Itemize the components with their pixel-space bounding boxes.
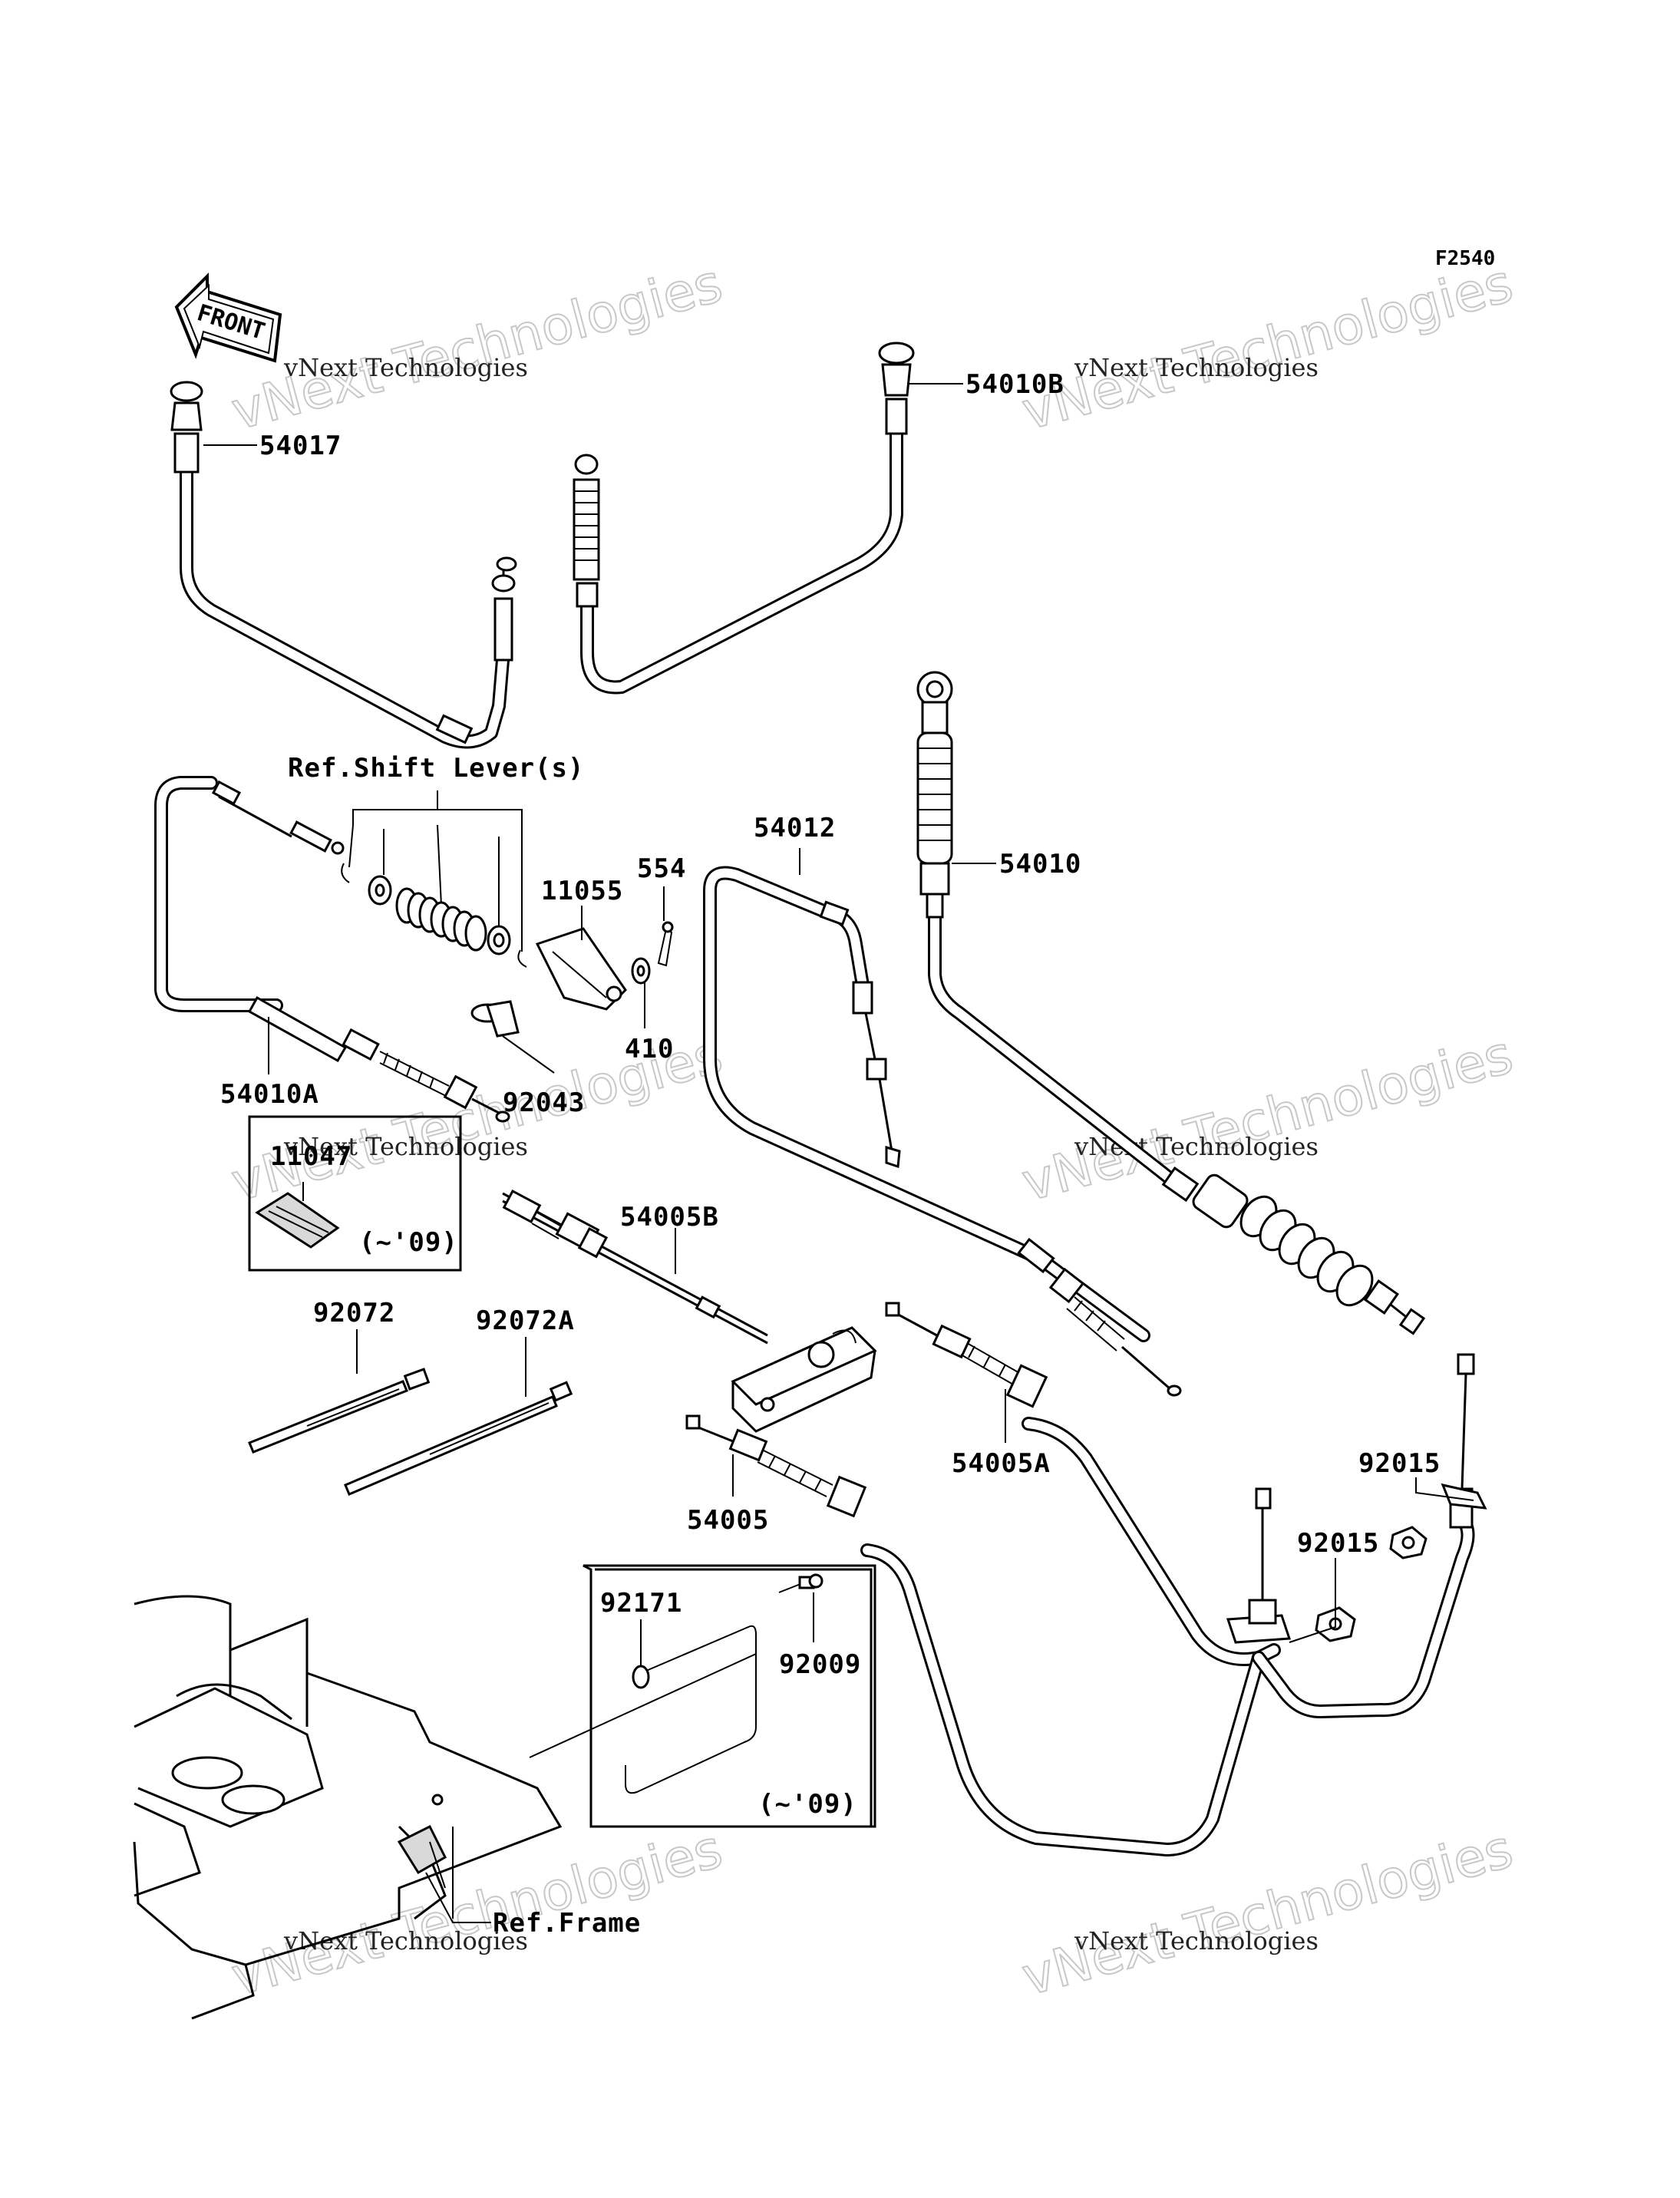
cable-54005b — [502, 1189, 768, 1345]
watermark-top-left: vNext Technologies vNext Technologies — [225, 252, 729, 443]
front-arrow-icon: FRONT — [174, 272, 282, 363]
figure-code: F2540 — [1435, 247, 1495, 270]
watermark-big-text: vNext Technologies — [226, 253, 728, 442]
label-92171-note: (~'09) — [758, 1789, 857, 1820]
cable-54012 — [703, 866, 1182, 1397]
label-54005b: 54005B — [620, 1202, 719, 1233]
box-92171 — [583, 1564, 876, 1828]
cable-54017 — [170, 381, 517, 749]
watermark-big-text: vNext Technologies — [226, 1819, 728, 2008]
label-92015-upper: 92015 — [1358, 1448, 1441, 1479]
thread-icon — [531, 1212, 565, 1239]
label-11055: 11055 — [541, 876, 623, 906]
watermark-big-text: vNext Technologies — [1016, 253, 1519, 442]
label-11047: 11047 — [270, 1141, 352, 1172]
leader-box-to-frame — [529, 1653, 757, 1758]
shift-lever-parts — [341, 863, 527, 968]
shift-lever-leaders — [348, 790, 523, 952]
watermark-text: vNext Technologies — [1074, 353, 1319, 382]
label-54005a: 54005A — [952, 1448, 1051, 1479]
nut-92015-upper — [1389, 1526, 1428, 1559]
label-54010b: 54010B — [965, 369, 1064, 400]
watermark-text: vNext Technologies — [283, 353, 528, 382]
cable-54010a — [154, 776, 510, 1123]
cable-bracket-adjuster — [1226, 1487, 1292, 1644]
label-54005: 54005 — [687, 1505, 769, 1536]
thread-icon — [960, 1342, 1022, 1386]
leader-92015-upper — [1415, 1477, 1474, 1501]
label-54010: 54010 — [999, 849, 1081, 880]
label-54012: 54012 — [754, 813, 836, 843]
cotter-pin-554 — [657, 921, 674, 967]
thread-icon — [379, 1051, 450, 1098]
thread-icon — [1066, 1296, 1125, 1351]
watermark-top-right: vNext Technologies vNext Technologies — [1015, 252, 1520, 443]
label-92009: 92009 — [779, 1649, 861, 1680]
cable-tie-92072 — [248, 1368, 431, 1454]
cable-54005a — [885, 1302, 1266, 1666]
label-410: 410 — [625, 1034, 674, 1064]
frame-outline — [133, 1595, 563, 2020]
cable-right-loop — [1252, 1353, 1487, 1718]
label-ref-shift-lever: Ref.Shift Lever(s) — [288, 753, 584, 784]
label-54017: 54017 — [259, 431, 342, 461]
label-11047-note: (~'09) — [359, 1227, 458, 1258]
spring-icon — [395, 887, 487, 952]
watermark-bottom-left: vNext Technologies vNext Technologies — [225, 1818, 729, 2008]
label-92015-lower: 92015 — [1297, 1528, 1379, 1559]
cable-54010b — [573, 342, 915, 695]
thread-icon — [757, 1450, 833, 1497]
washer-410 — [631, 957, 651, 985]
watermark-text: vNext Technologies — [283, 1926, 528, 1955]
pin-92043 — [470, 1000, 520, 1038]
boot-icon — [916, 731, 953, 865]
label-92072: 92072 — [313, 1298, 395, 1328]
label-554: 554 — [637, 853, 686, 884]
leader-92043 — [502, 1035, 555, 1074]
cable-54010 — [916, 671, 1426, 1335]
label-54010a: 54010A — [220, 1079, 319, 1110]
lever-11055 — [535, 927, 627, 1011]
leader-ref-frame — [425, 1872, 491, 1923]
label-ref-frame: Ref.Frame — [493, 1908, 641, 1939]
watermark-text: vNext Technologies — [1074, 1926, 1319, 1955]
label-92043: 92043 — [503, 1087, 585, 1118]
label-92171: 92171 — [600, 1588, 682, 1619]
boot-icon — [1239, 1195, 1374, 1307]
watermark-text: vNext Technologies — [283, 1132, 528, 1161]
cable-54005 — [685, 1414, 1281, 1856]
label-92072a: 92072A — [476, 1305, 575, 1336]
leader-92015-lower — [1289, 1558, 1336, 1643]
cable-junction-block — [731, 1326, 877, 1433]
cable-tie-92072a — [344, 1381, 573, 1496]
box-11047 — [248, 1115, 462, 1272]
